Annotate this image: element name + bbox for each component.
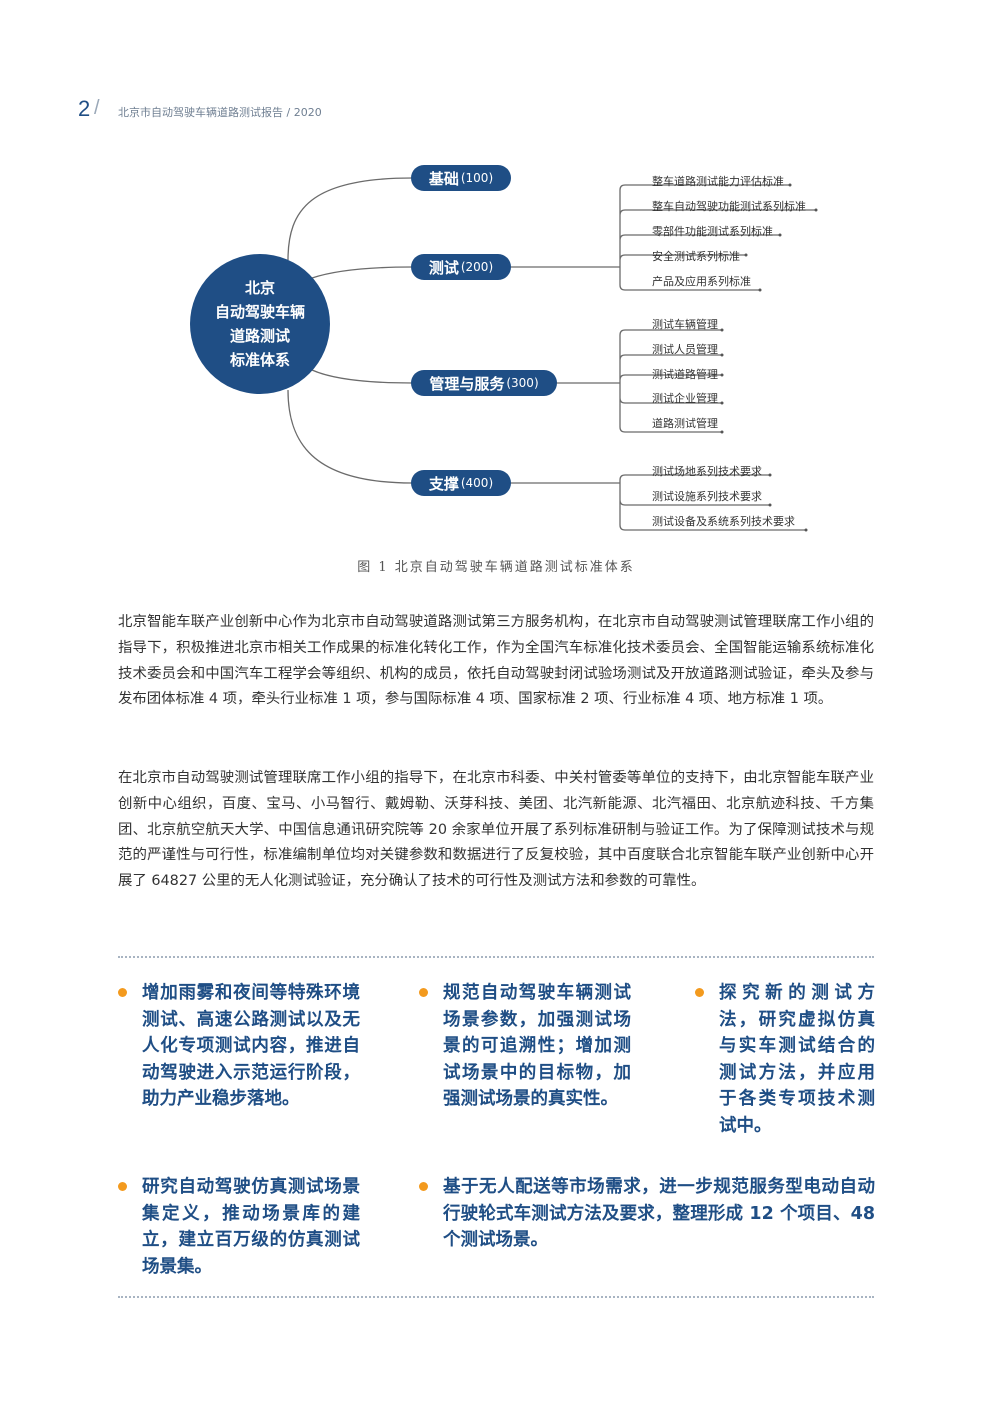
branch-label: 支撑 — [428, 474, 459, 493]
leaf-item: 测试设施系列技术要求 — [652, 490, 762, 503]
bullet-dot — [695, 988, 704, 997]
leaf-item: 测试道路管理 — [652, 368, 718, 381]
leaf-item: 测试车辆管理 — [652, 318, 718, 331]
body-paragraph-2: 在北京市自动驾驶测试管理联席工作小组的指导下，在北京市科委、中关村管委等单位的支… — [118, 770, 874, 890]
standard-system-diagram: 北京 自动驾驶车辆 道路测试 标准体系 基础(100) 测试(200) 管理与服… — [0, 150, 992, 550]
leaf-item: 测试设备及系统系列技术要求 — [652, 515, 795, 528]
leaf-item: 测试企业管理 — [652, 392, 718, 405]
connector-test — [311, 266, 413, 279]
dotted-divider-bottom — [118, 1296, 874, 1298]
leaf-item: 安全测试系列标准 — [652, 250, 740, 263]
bullet-text: 基于无人配送等市场需求，进一步规范服务型电动自动行驶轮式车测试方法及要求，整理形… — [443, 1177, 875, 1250]
branch-management: 管理与服务(300) — [412, 371, 556, 395]
diagram-connectors — [287, 177, 818, 532]
connector-mgmt — [311, 369, 413, 384]
body-paragraph-1: 北京智能车联产业创新中心作为北京市自动驾驶道路测试第三方服务机构，在北京市自动驾… — [118, 614, 874, 708]
root-node: 北京 自动驾驶车辆 道路测试 标准体系 — [190, 254, 330, 394]
bullet-text: 探究新的测试方法，研究虚拟仿真与实车测试结合的测试方法，并应用于各类专项技术测试… — [719, 983, 875, 1136]
highlight-bullet-4: 研究自动驾驶仿真测试场景集定义，推动场景库的建立，建立百万级的仿真测试场景集。 — [118, 1174, 360, 1280]
connector-base — [287, 177, 413, 261]
bullet-dot — [118, 1182, 127, 1191]
branch-support: 支撑(400) — [412, 471, 510, 495]
branch-code: (300) — [506, 376, 539, 390]
connector-support — [287, 389, 413, 484]
branch-code: (400) — [460, 476, 494, 490]
bullet-text: 增加雨雾和夜间等特殊环境测试、高速公路测试以及无人化专项测试内容，推进自动驾驶进… — [142, 983, 360, 1109]
branch-label: 测试 — [428, 258, 459, 277]
branch-code: (100) — [460, 171, 494, 185]
bullet-dot — [419, 1182, 428, 1191]
bullet-dot — [419, 988, 428, 997]
leaf-item: 测试人员管理 — [652, 343, 718, 356]
leaf-item: 整车自动驾驶功能测试系列标准 — [652, 200, 806, 213]
leaf-item: 整车道路测试能力评估标准 — [652, 175, 784, 188]
branch-label: 管理与服务 — [429, 374, 505, 393]
root-line-4: 标准体系 — [229, 351, 290, 369]
page-number: 2 — [78, 96, 91, 121]
branch-base: 基础(100) — [412, 166, 510, 190]
highlight-bullet-3: 探究新的测试方法，研究虚拟仿真与实车测试结合的测试方法，并应用于各类专项技术测试… — [695, 980, 875, 1139]
leaf-item: 道路测试管理 — [652, 417, 718, 430]
bullet-text: 研究自动驾驶仿真测试场景集定义，推动场景库的建立，建立百万级的仿真测试场景集。 — [142, 1177, 360, 1277]
connector-mgmt-leaves — [619, 329, 722, 433]
branch-label: 基础 — [428, 169, 459, 188]
page-slash: / — [94, 97, 100, 119]
report-title: 北京市自动驾驶车辆道路测试报告 / 2020 — [118, 106, 322, 119]
branch-test: 测试(200) — [412, 255, 510, 279]
figure-caption: 图 1 北京自动驾驶车辆道路测试标准体系 — [357, 560, 635, 575]
branch-code: (200) — [460, 260, 494, 274]
root-line-1: 北京 — [244, 279, 275, 297]
leaf-item: 零部件功能测试系列标准 — [652, 225, 773, 238]
root-line-2: 自动驾驶车辆 — [214, 303, 305, 321]
connector-support-leaves — [619, 474, 806, 531]
leaf-item: 测试场地系列技术要求 — [652, 465, 762, 478]
leaf-item: 产品及应用系列标准 — [652, 275, 751, 288]
connector-test-leaves — [619, 184, 816, 291]
root-line-3: 道路测试 — [229, 327, 290, 345]
highlight-bullet-1: 增加雨雾和夜间等特殊环境测试、高速公路测试以及无人化专项测试内容，推进自动驾驶进… — [118, 980, 360, 1113]
bullet-text: 规范自动驾驶车辆测试场景参数，加强测试场景的可追溯性；增加测试场景中的目标物，加… — [443, 983, 631, 1109]
bullet-dot — [118, 988, 127, 997]
highlight-bullet-5: 基于无人配送等市场需求，进一步规范服务型电动自动行驶轮式车测试方法及要求，整理形… — [419, 1174, 875, 1254]
highlight-bullet-2: 规范自动驾驶车辆测试场景参数，加强测试场景的可追溯性；增加测试场景中的目标物，加… — [419, 980, 631, 1113]
dotted-divider-top — [118, 956, 874, 958]
